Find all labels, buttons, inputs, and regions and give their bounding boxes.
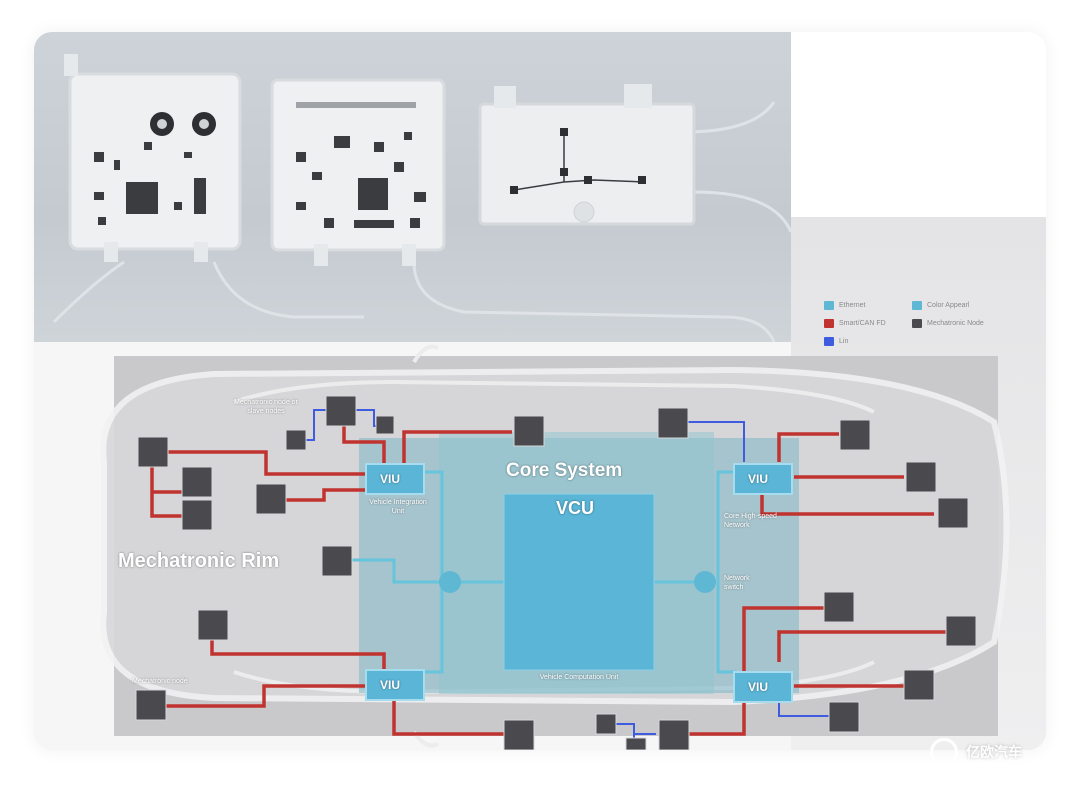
network-switch-right: [694, 571, 716, 593]
legend-swatch: [824, 337, 834, 346]
legend-swatch: [912, 301, 922, 310]
viu-rear-left: [365, 669, 425, 701]
core-network-label: Core High-speed Network: [724, 513, 777, 529]
viu-label-rr: VIU: [748, 680, 769, 694]
legend-item-lin: Lin: [824, 337, 848, 346]
vehicle-architecture-diagram: Core System VCU Vehicle Computation Unit…: [34, 342, 1046, 750]
architecture-svg: [100, 344, 1010, 750]
watermark-logo-icon: [930, 738, 958, 766]
legend-label: Lin: [839, 338, 849, 345]
ecu-unit-3: [478, 84, 696, 226]
viu-full-label: Vehicle Integration Unit: [369, 499, 427, 515]
legend-label: Ethernet: [839, 302, 866, 309]
core-system-title: Core System: [506, 460, 623, 481]
legend-item-color: Color Appearl: [912, 301, 969, 310]
network-switch-label: Network switch: [724, 575, 750, 591]
mechatronic-node-label: Mechatronic node: [132, 678, 188, 685]
ecu-unit-2: [270, 78, 446, 266]
blank-panel: [791, 32, 1046, 217]
mechatronic-nodes: [135, 395, 977, 750]
viu-label-fl: VIU: [380, 472, 401, 486]
image-card: Ethernet Color Appearl Smart/CAN FD Mech…: [34, 32, 1046, 750]
vcu-full-label: Vehicle Computation Unit: [539, 674, 619, 681]
viu-label-fr: VIU: [748, 472, 769, 486]
mechatronic-rim-title: Mechatronic Rim: [118, 550, 280, 572]
legend-label: Smart/CAN FD: [839, 320, 886, 327]
ecu-unit-1: [64, 54, 242, 262]
ecu-hardware-illustration: [52, 54, 793, 343]
viu-label-rl: VIU: [380, 678, 401, 692]
watermark: 亿欧汽车: [930, 738, 1022, 766]
ecu-photo: [34, 32, 793, 343]
legend-swatch: [824, 319, 834, 328]
viu-rear-right: [733, 671, 793, 703]
vcu-block: [503, 493, 655, 671]
vcu-label: VCU: [556, 498, 595, 518]
mechatronic-slave-label: Mechatronic node or slave nodes: [234, 399, 298, 415]
can-wiring: [150, 412, 959, 736]
viu-front-right: [733, 463, 793, 495]
legend-label: Color Appearl: [927, 302, 970, 309]
legend-item-node: Mechatronic Node: [912, 319, 984, 328]
legend-item-can: Smart/CAN FD: [824, 319, 886, 328]
watermark-text: 亿欧汽车: [966, 744, 1022, 760]
viu-front-left: [365, 463, 425, 495]
legend-swatch: [912, 319, 922, 328]
legend-swatch: [824, 301, 834, 310]
legend-label: Mechatronic Node: [927, 320, 984, 327]
network-switch-left: [439, 571, 461, 593]
legend-item-ethernet: Ethernet: [824, 301, 865, 310]
